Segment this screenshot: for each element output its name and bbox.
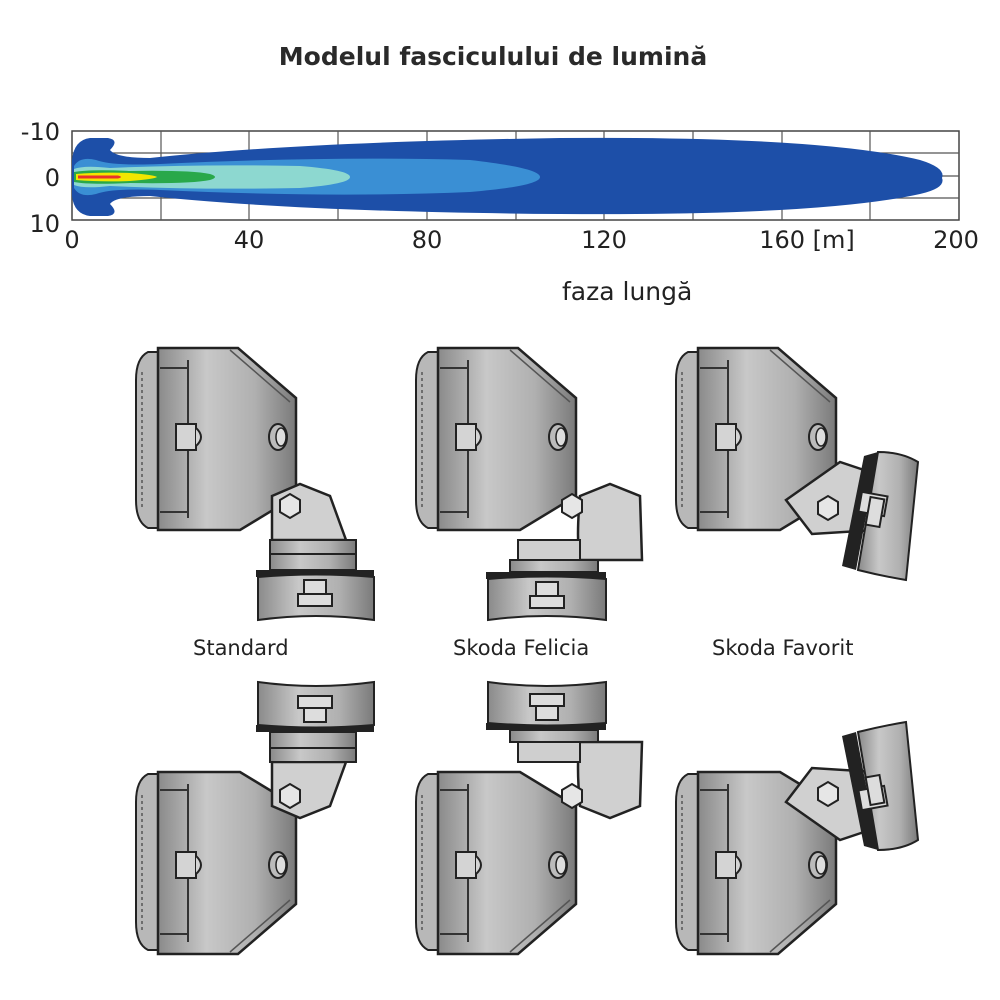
x-tick-label: 40 [233,226,265,254]
beam-contour-6 [78,175,121,179]
lamp-felicia-top [414,346,644,622]
caption-skoda-favorit: Skoda Favorit [712,636,854,660]
x-tick-label: 0 [64,226,80,254]
beam-mode-label: faza lungă [562,277,693,306]
y-tick-label: -10 [20,118,60,146]
caption-standard: Standard [193,636,289,660]
lamp-felicia-bottom [414,680,644,956]
beam-chart [71,130,960,221]
x-tick-label: 200 [933,226,979,254]
caption-skoda-felicia: Skoda Felicia [453,636,590,660]
lamp-standard-top [134,346,376,622]
x-tick-label: 80 [411,226,443,254]
y-tick-label: 10 [29,210,60,238]
lamp-standard-bottom [134,680,376,956]
chart-title: Modelul fasciculului de lumină [278,42,708,71]
x-tick-label: 120 [581,226,627,254]
x-tick-label: 160 [m] [759,226,855,254]
y-tick-label: 0 [44,164,60,192]
